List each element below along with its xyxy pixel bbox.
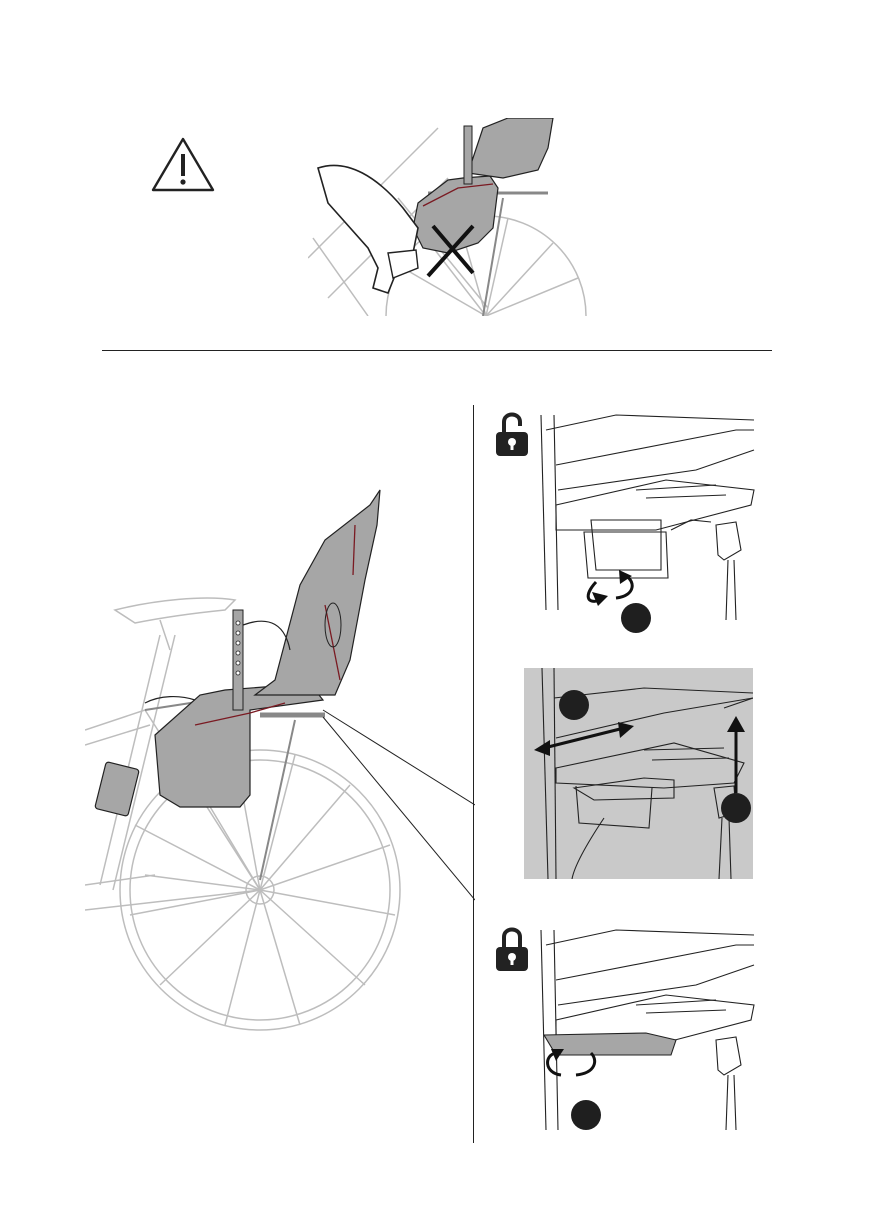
filled-circle-badge — [559, 690, 589, 720]
double-arrow-icon — [534, 722, 634, 756]
unlocked-padlock-icon — [496, 415, 528, 457]
bike-seat-illustration — [85, 485, 475, 1045]
filled-circle-badge — [721, 793, 751, 823]
up-arrow-icon — [727, 716, 745, 793]
warning-icon-wrap — [150, 136, 216, 194]
section-divider — [102, 350, 772, 351]
step-3-panel — [496, 925, 756, 1135]
warning-illustration — [308, 118, 588, 316]
locked-padlock-icon — [496, 930, 528, 972]
step-2-panel — [524, 668, 753, 879]
warning-triangle-icon — [150, 136, 216, 194]
filled-circle-badge — [621, 603, 651, 633]
filled-circle-badge — [571, 1100, 601, 1130]
step-1-panel — [496, 410, 756, 635]
